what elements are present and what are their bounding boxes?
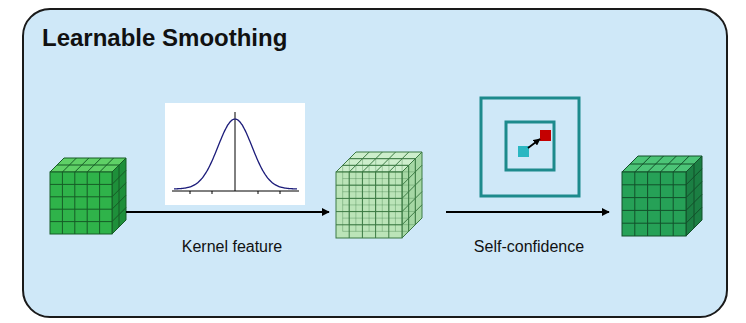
flow-arrow: [446, 211, 609, 213]
panel-title: Learnable Smoothing: [42, 24, 287, 52]
confidence-window-icon: [481, 98, 579, 196]
smoothed-feature-cube: [622, 156, 702, 236]
arrow-label: Self-confidence: [474, 238, 584, 256]
arrow-label: Kernel feature: [182, 238, 283, 256]
gaussian-plot: [165, 103, 305, 205]
kernel-feature-cube: [336, 152, 422, 238]
flow-arrow: [126, 211, 329, 213]
input-feature-cube: [50, 158, 126, 234]
panel-box: Learnable SmoothingKernel feature Self-co…: [22, 8, 728, 318]
